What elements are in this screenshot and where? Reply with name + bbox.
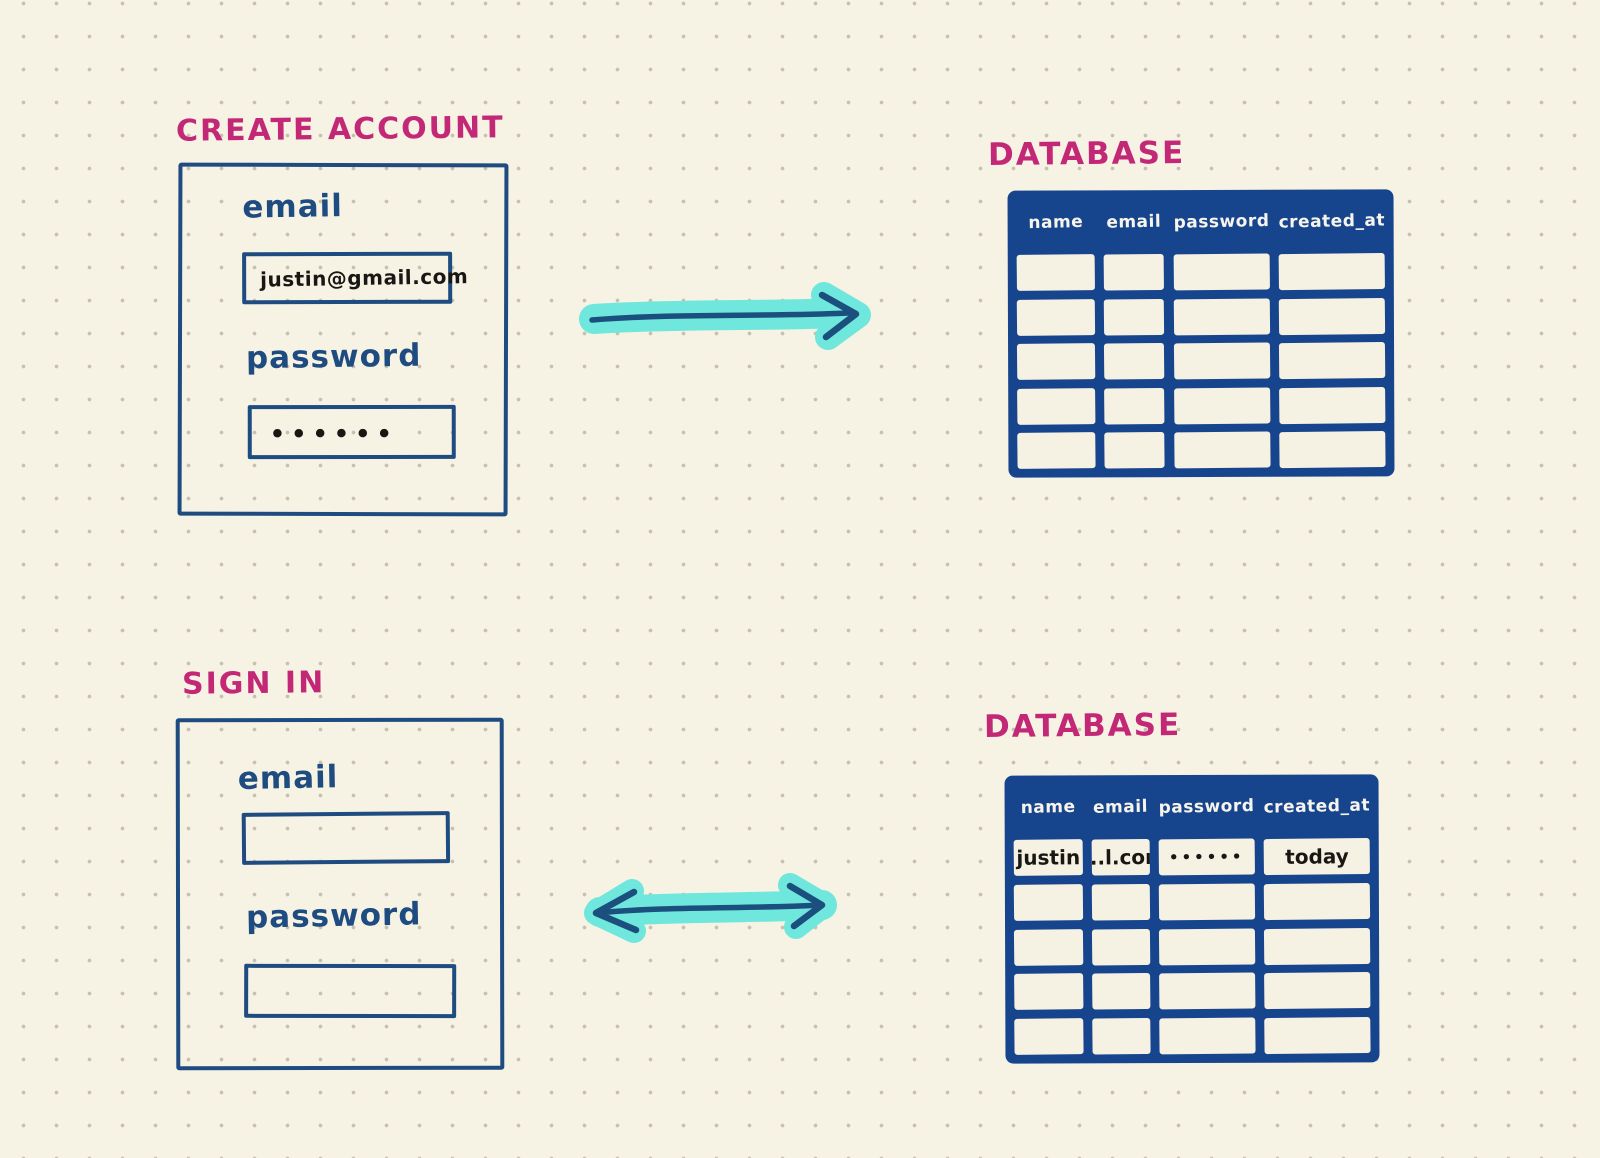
table-cell <box>1104 432 1166 469</box>
table-cell <box>1104 253 1165 291</box>
table-cell <box>1158 928 1255 965</box>
table-cell <box>1158 883 1255 921</box>
table-cell: justin <box>1013 839 1083 876</box>
table-cell <box>1159 1017 1256 1055</box>
table-cell <box>1173 253 1270 291</box>
create-password-label: password <box>245 337 422 377</box>
table-cell <box>1091 928 1151 965</box>
column-header-name: name <box>1020 796 1076 819</box>
arrow-double-headed-icon <box>584 873 837 943</box>
signin-password-label: password <box>245 896 422 936</box>
table-cell <box>1173 342 1270 380</box>
table-cell: •••••• <box>1158 838 1255 876</box>
table-cell <box>1278 386 1386 424</box>
table-cell: j...l.com <box>1091 838 1150 876</box>
table-cell <box>1104 343 1166 380</box>
create-email-value: justin@gmail.com <box>259 264 469 292</box>
table-cell <box>1016 254 1096 291</box>
create-account-form: email justin@gmail.com password •••••• <box>177 162 509 517</box>
column-header-email: email <box>1092 796 1149 818</box>
table-cell <box>1278 252 1385 290</box>
column-header-created_at: created_at <box>1263 795 1370 818</box>
table-cell <box>1014 973 1084 1011</box>
table-cell <box>1278 342 1386 379</box>
signin-email-label: email <box>237 759 339 798</box>
column-header-password: password <box>1158 795 1255 818</box>
table-cell <box>1092 973 1151 1010</box>
signin-password-input <box>244 963 457 1019</box>
table-cell <box>1173 387 1271 424</box>
table-cell <box>1017 387 1096 425</box>
column-header-created_at: created_at <box>1278 210 1385 233</box>
table-cell <box>1104 387 1166 424</box>
table-cell <box>1091 883 1150 921</box>
table-cell: today <box>1263 838 1370 875</box>
database-top-title: DATABASE <box>987 134 1186 174</box>
table-cell <box>1013 883 1084 921</box>
database-bottom-title: DATABASE <box>983 706 1182 746</box>
table-cell <box>1017 432 1097 469</box>
table-cell <box>1263 927 1371 965</box>
table-cell <box>1278 431 1386 469</box>
table-cell <box>1092 1018 1151 1055</box>
table-cell <box>1263 972 1371 1010</box>
table-cell <box>1173 431 1271 469</box>
arrow-right-icon <box>579 282 871 350</box>
table-cell <box>1104 298 1165 335</box>
table-cell <box>1014 1018 1084 1055</box>
create-email-input: justin@gmail.com <box>242 251 468 305</box>
create-email-label: email <box>242 188 344 226</box>
table-cell <box>1158 972 1256 1010</box>
table-cell <box>1016 298 1096 336</box>
table-cell <box>1013 928 1084 966</box>
table-cell <box>1278 297 1386 335</box>
column-header-name: name <box>1028 211 1084 234</box>
sign-in-title: SIGN IN <box>181 665 326 702</box>
table-cell <box>1263 1017 1371 1055</box>
table-cell <box>1016 343 1096 380</box>
sign-in-form: email password <box>175 717 505 1071</box>
table-cell <box>1173 298 1270 335</box>
create-account-title: CREATE ACCOUNT <box>175 110 505 149</box>
database-top-table: name email password created_at <box>1007 189 1395 478</box>
table-cell <box>1263 882 1371 920</box>
create-password-input: •••••• <box>247 404 456 460</box>
column-header-email: email <box>1106 211 1162 233</box>
signin-email-input <box>241 811 451 865</box>
column-header-password: password <box>1173 210 1270 233</box>
